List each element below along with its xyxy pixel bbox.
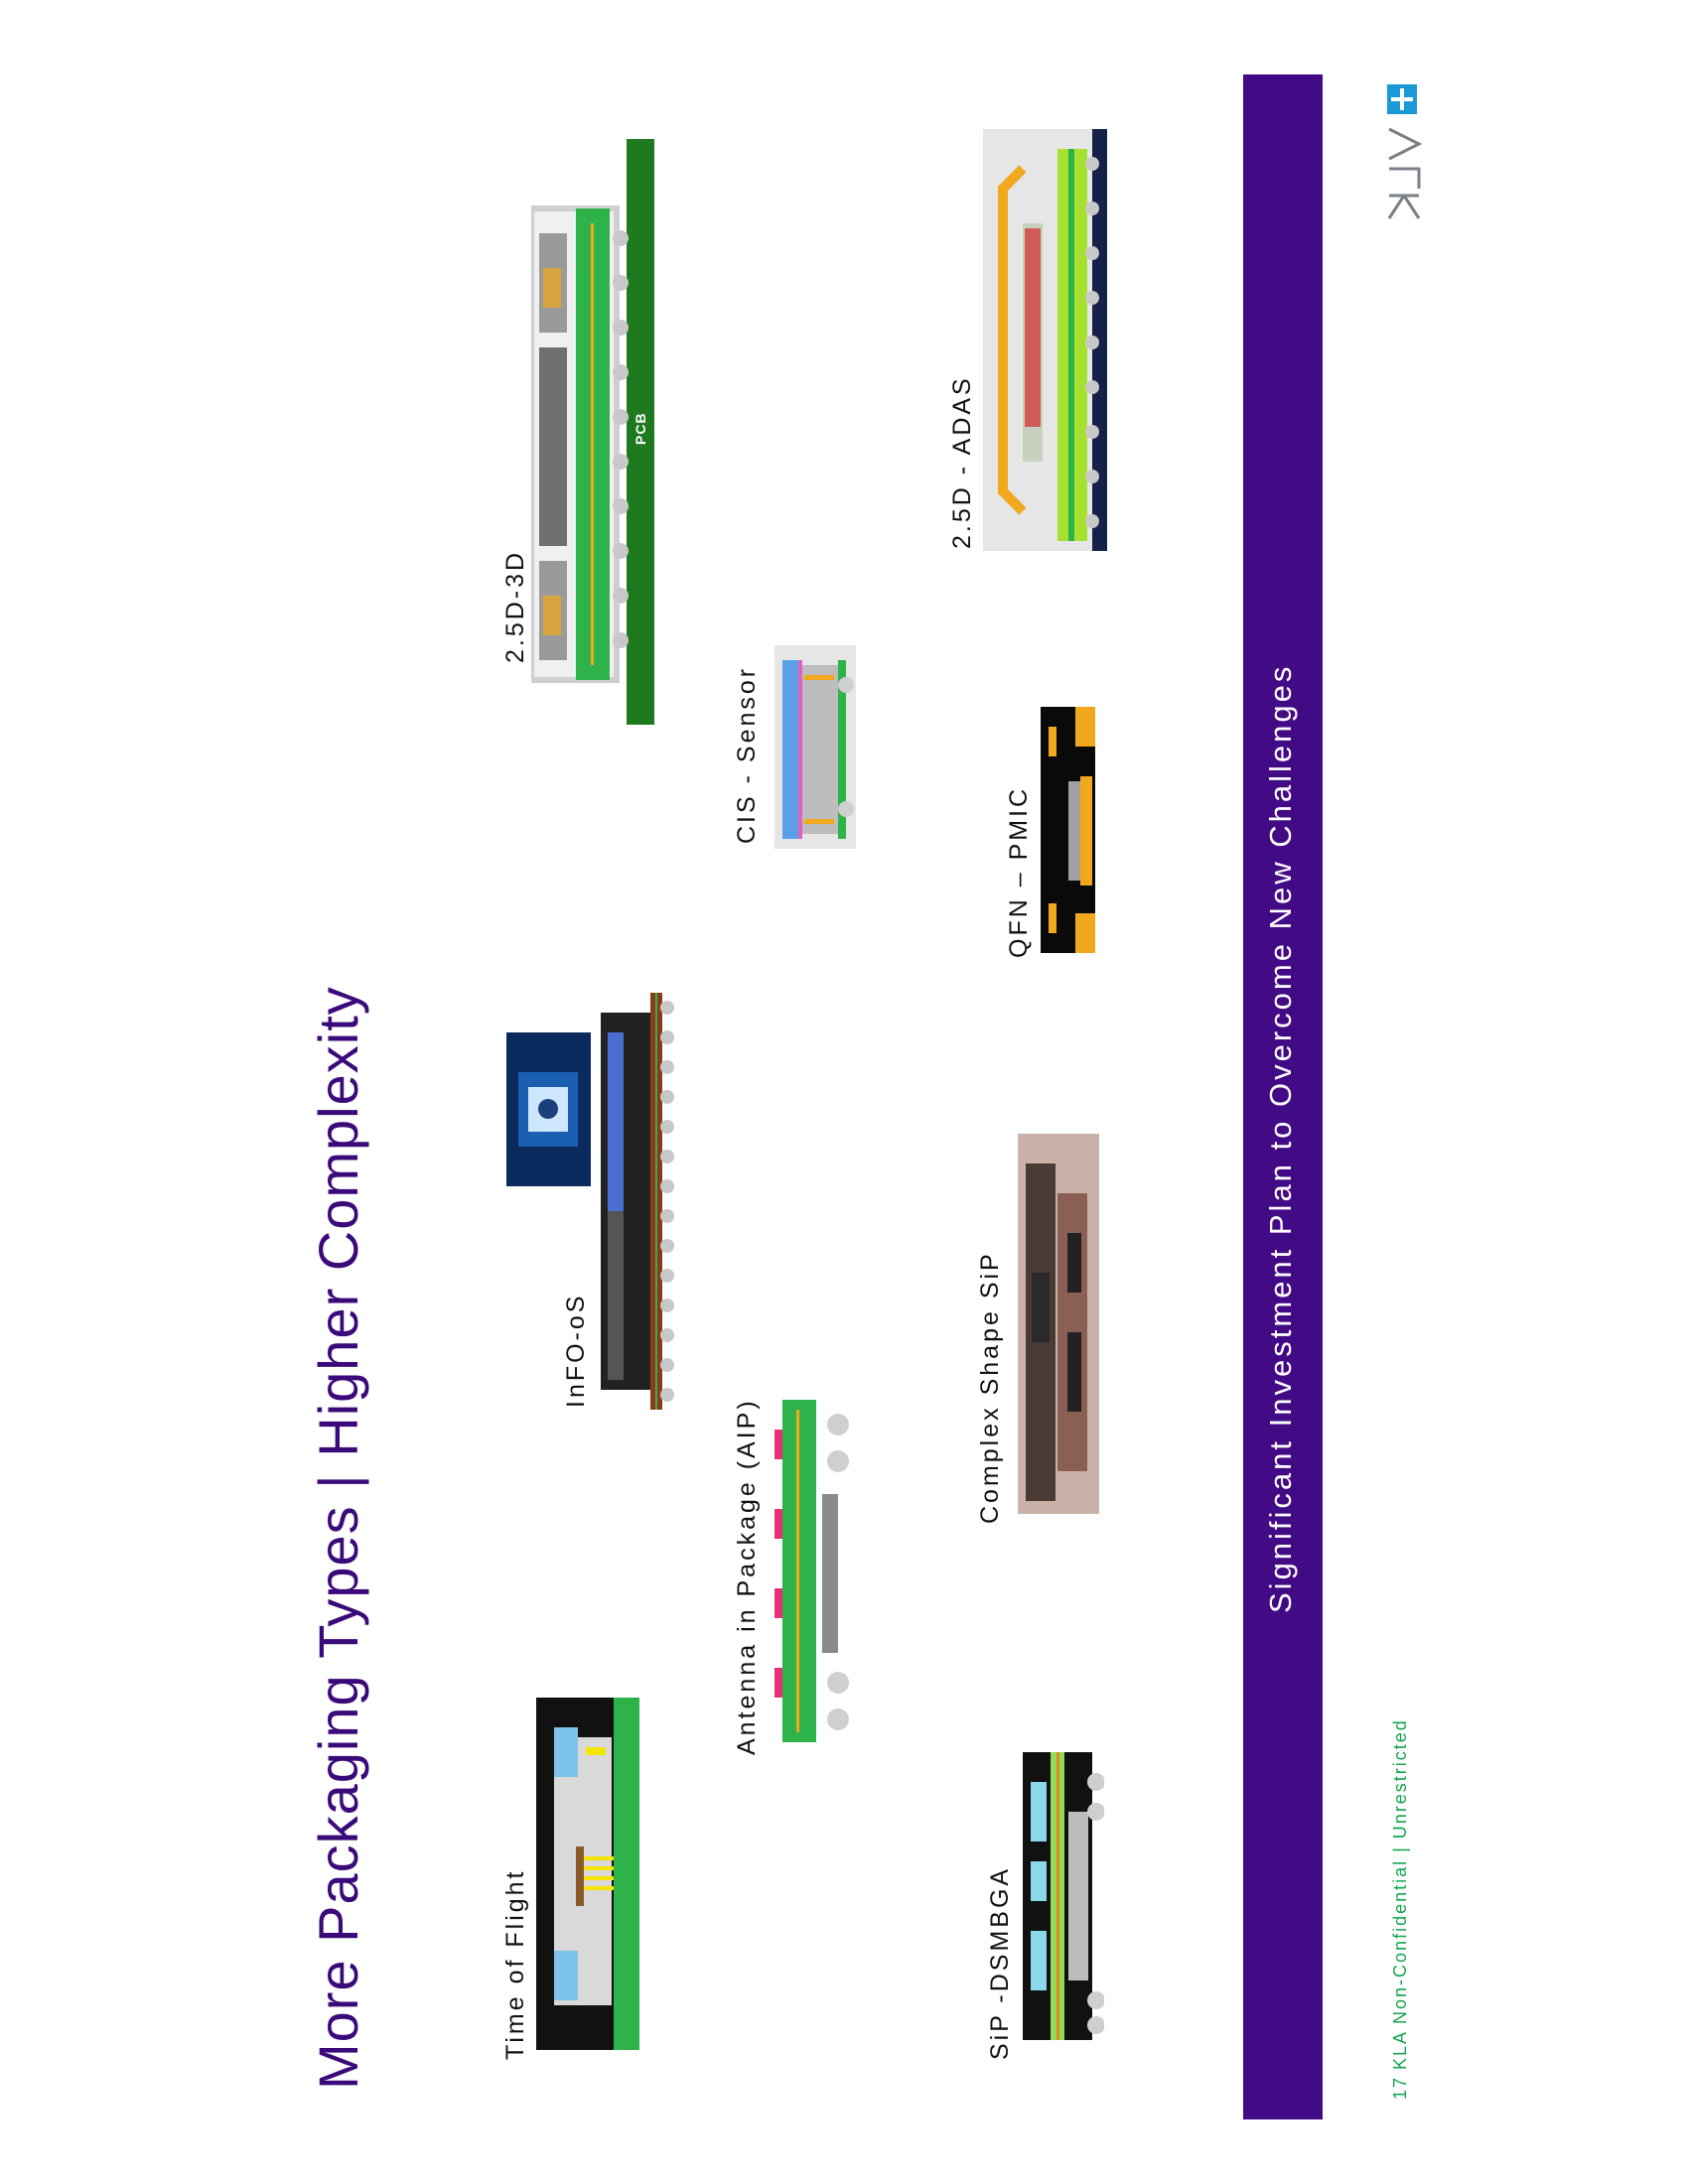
pcb-label: PCB [633, 412, 648, 445]
2-5d-3d-diagram [531, 139, 660, 725]
label-cis-sensor: CIS - Sensor [733, 665, 761, 844]
label-2-5d-adas: 2.5D - ADAS [948, 375, 976, 549]
kla-logo [1385, 84, 1427, 228]
banner-bar [1243, 74, 1323, 2119]
info-os-diagram [596, 993, 679, 1410]
time-of-flight-diagram [536, 1698, 639, 2050]
info-os-photo [506, 1032, 591, 1186]
page-number: 17 [1390, 2075, 1410, 2100]
sip-dsmbga-diagram [1023, 1752, 1104, 2040]
label-2-5d-3d: 2.5D-3D [501, 549, 529, 663]
slide-title: More Packaging Types | Higher Complexity [307, 986, 369, 2090]
classification-label: KLA Non-Confidential | Unrestricted [1390, 1718, 1410, 2070]
label-sip-dsmbga: SiP -DSMBGA [986, 1865, 1014, 2060]
label-qfn-pmic: QFN – PMIC [1005, 785, 1033, 958]
2-5d-adas-diagram [983, 129, 1107, 551]
label-time-of-flight: Time of Flight [501, 1868, 529, 2060]
complex-shape-sip-diagram [1018, 1134, 1099, 1514]
label-info-os: InFO-oS [562, 1293, 590, 1408]
cis-sensor-diagram [774, 645, 856, 849]
label-complex-shape-sip: Complex Shape SiP [976, 1251, 1004, 1524]
banner-text: Significant Investment Plan to Overcome … [1263, 663, 1298, 1613]
antenna-in-package-diagram [773, 1400, 852, 1742]
qfn-pmic-diagram [1041, 707, 1095, 953]
label-antenna-in-package: Antenna in Package (AIP) [733, 1398, 761, 1755]
